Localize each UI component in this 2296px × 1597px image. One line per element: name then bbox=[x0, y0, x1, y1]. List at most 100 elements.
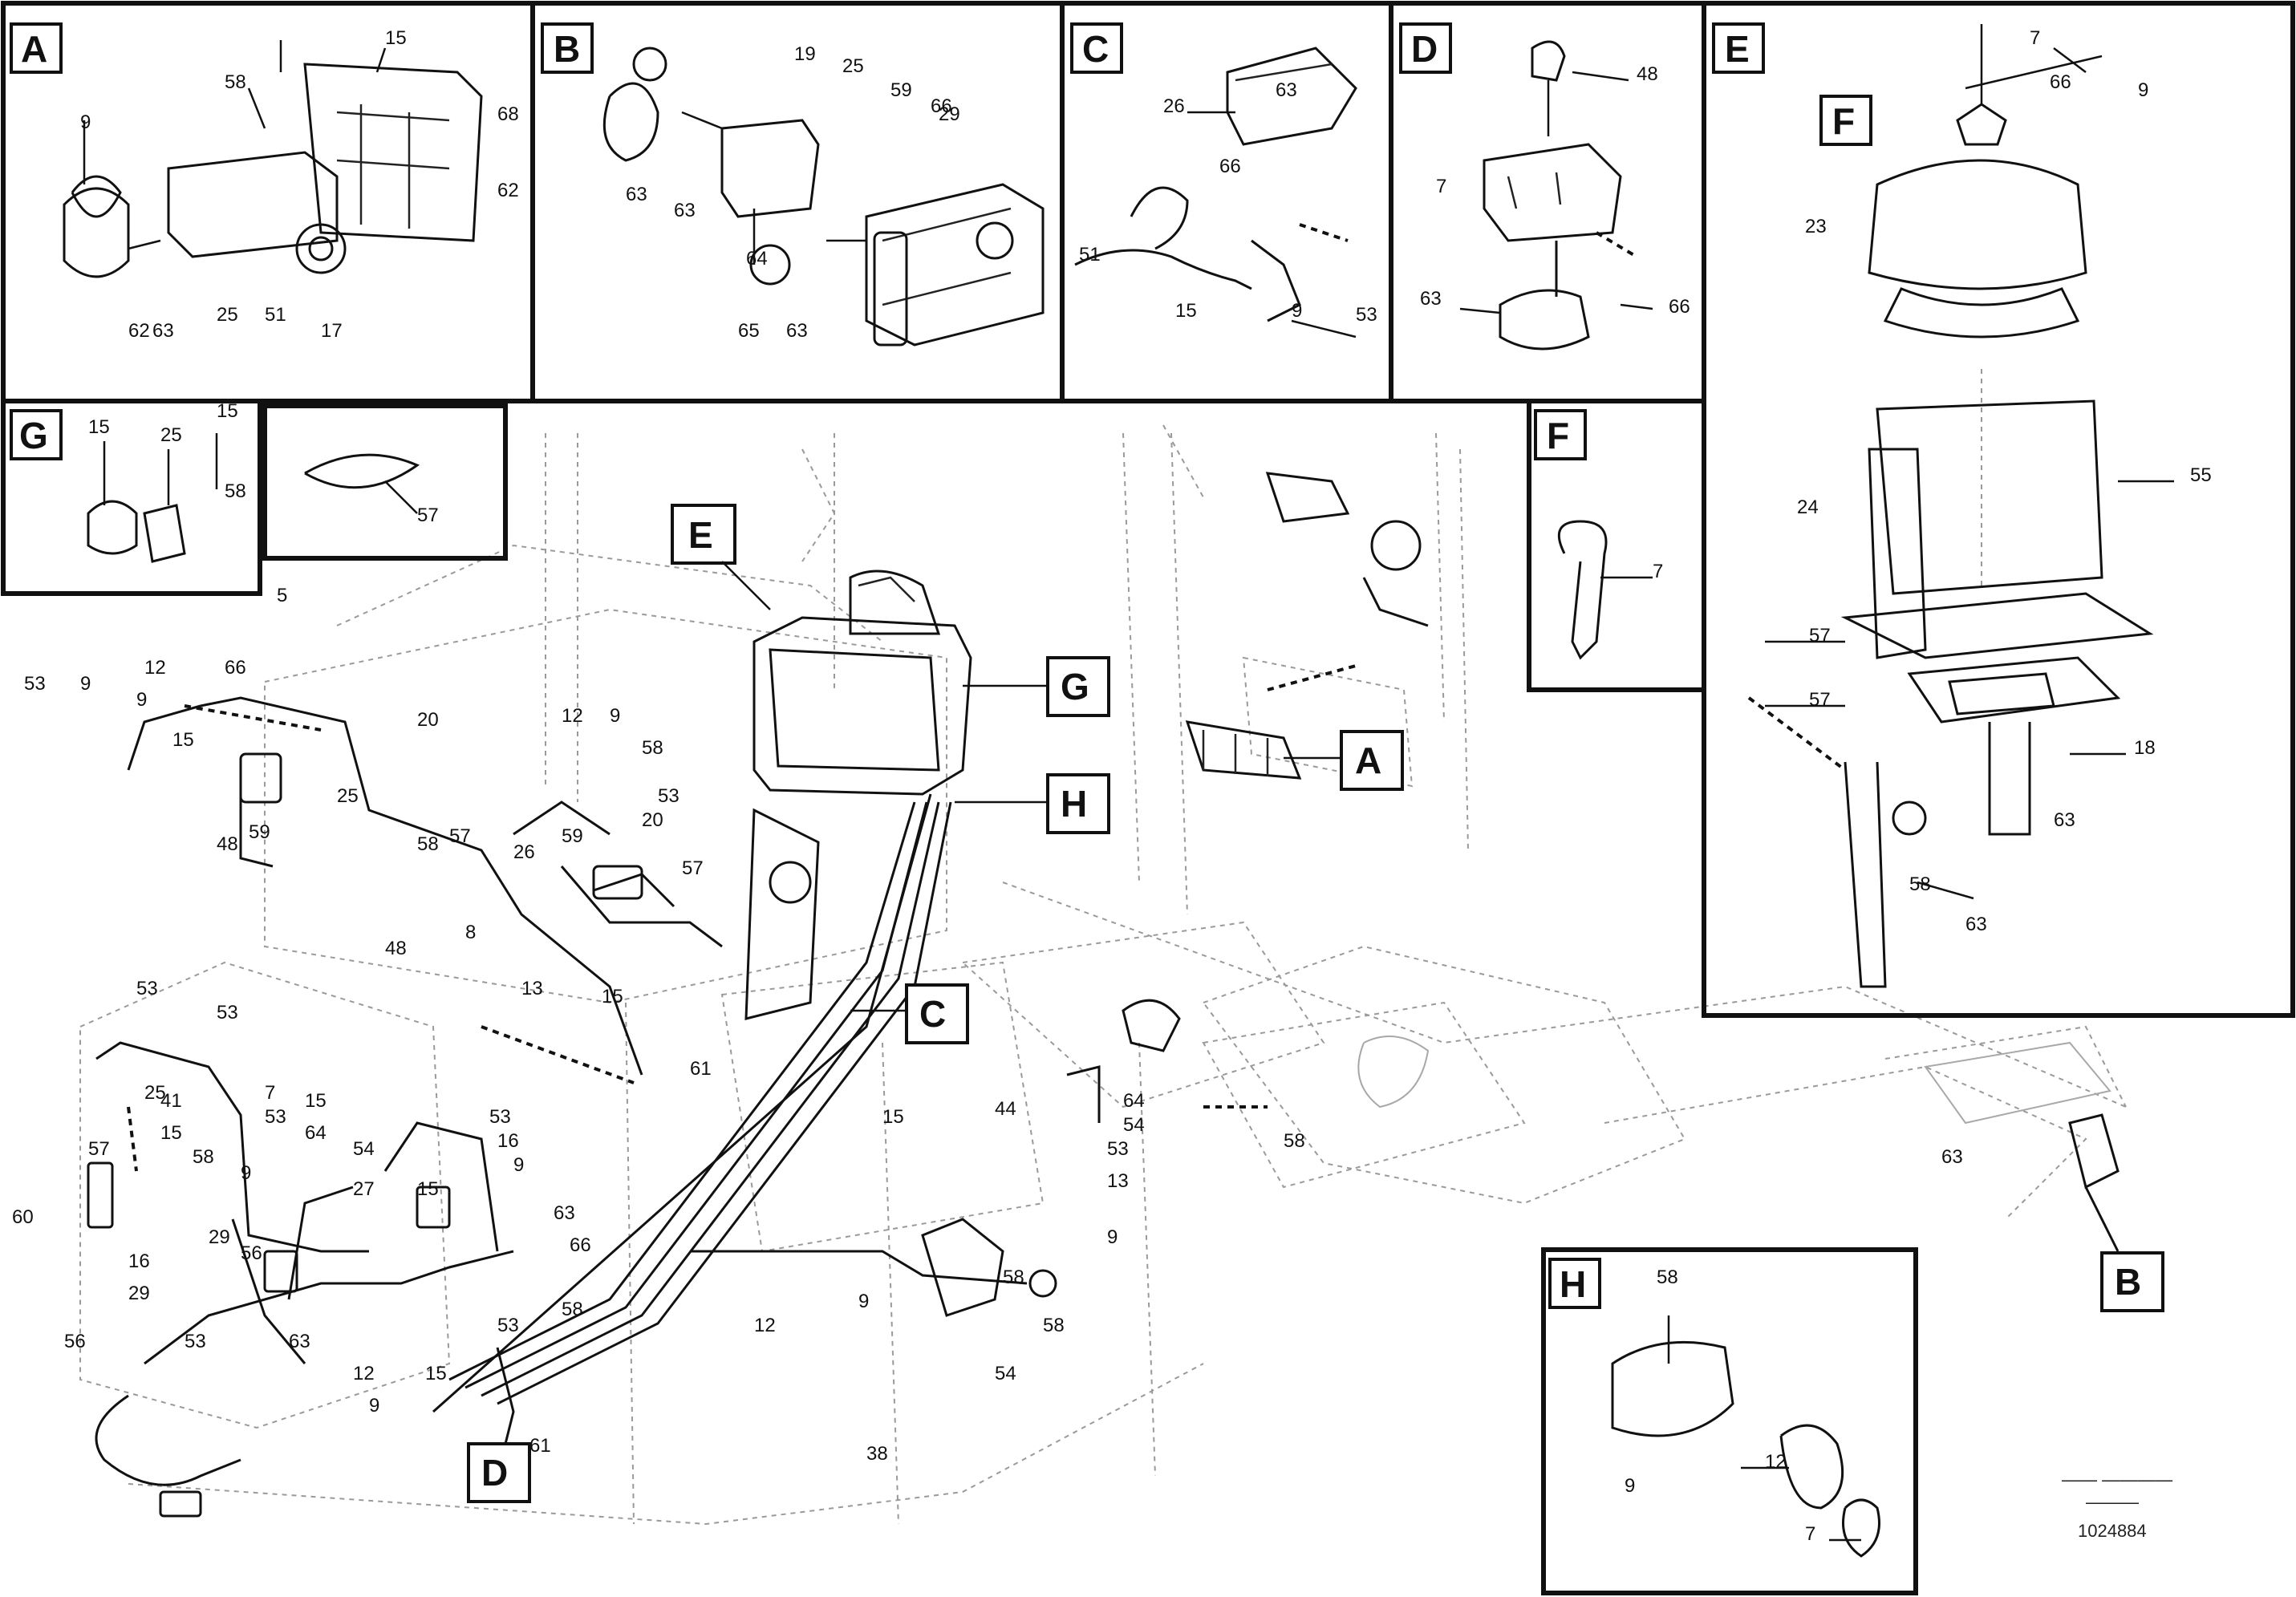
part-number-main-22: 8 bbox=[465, 922, 476, 943]
part-number-a-7: 51 bbox=[265, 304, 286, 326]
svg-text:E: E bbox=[688, 514, 713, 556]
detail-label-d: D bbox=[1399, 22, 1452, 74]
part-number-b-0: 19 bbox=[794, 43, 816, 65]
part-number-main-59: 58 bbox=[562, 1299, 583, 1320]
detail-label-h: H bbox=[1548, 1258, 1601, 1309]
part-number-main-29: 57 bbox=[88, 1138, 110, 1160]
part-number-c-0: 26 bbox=[1163, 95, 1185, 117]
svg-text:C: C bbox=[1082, 28, 1109, 70]
part-number-main-74: 63 bbox=[1941, 1146, 1963, 1168]
part-number-main-73: 58 bbox=[1284, 1130, 1305, 1152]
part-number-h-1: 12 bbox=[1765, 1451, 1787, 1473]
part-number-main-21: 48 bbox=[385, 938, 407, 959]
svg-text:A: A bbox=[21, 28, 47, 70]
callout-c: C bbox=[850, 983, 969, 1044]
svg-text:D: D bbox=[1411, 28, 1438, 70]
part-number-f-0: 7 bbox=[1653, 561, 1663, 582]
part-number-c-2: 63 bbox=[1276, 79, 1297, 101]
part-number-b-8: 65 bbox=[738, 320, 760, 342]
svg-text:H: H bbox=[1560, 1263, 1586, 1305]
part-number-main-19: 57 bbox=[682, 857, 704, 879]
svg-text:A: A bbox=[1355, 740, 1381, 781]
part-number-main-63: 58 bbox=[1043, 1315, 1065, 1336]
callout-e: E bbox=[671, 504, 771, 610]
part-number-main-6: 15 bbox=[172, 729, 194, 751]
part-number-main-33: 58 bbox=[193, 1146, 214, 1168]
callout-b: B bbox=[2100, 1251, 2164, 1312]
part-number-main-18: 20 bbox=[642, 809, 663, 831]
part-number-main-44: 9 bbox=[513, 1154, 524, 1176]
part-number-main-41: 15 bbox=[417, 1178, 439, 1200]
part-number-main-50: 29 bbox=[128, 1283, 150, 1304]
part-number-main-52: 56 bbox=[64, 1331, 86, 1352]
svg-text:B: B bbox=[554, 28, 580, 70]
part-number-main-58: 53 bbox=[497, 1315, 519, 1336]
machine-frame-outline bbox=[79, 424, 2127, 1526]
part-number-g-0: 15 bbox=[88, 416, 110, 438]
part-number-h-3: 7 bbox=[1805, 1523, 1815, 1545]
svg-text:G: G bbox=[1061, 666, 1089, 707]
part-number-main-35: 7 bbox=[265, 1082, 275, 1104]
part-number-a-2: 62 bbox=[128, 320, 150, 342]
callout-a: A bbox=[1284, 730, 1404, 791]
part-number-main-1: 12 bbox=[144, 657, 166, 679]
part-number-main-61: 9 bbox=[858, 1291, 869, 1312]
detail-g-panel bbox=[87, 433, 420, 563]
part-number-b-9: 63 bbox=[786, 320, 808, 342]
svg-text:C: C bbox=[919, 993, 946, 1035]
part-number-main-24: 15 bbox=[602, 986, 623, 1007]
part-number-main-69: 44 bbox=[995, 1098, 1016, 1120]
part-number-b-6: 63 bbox=[674, 200, 696, 221]
part-number-e-0: 7 bbox=[2030, 27, 2040, 49]
part-number-a-3: 15 bbox=[385, 27, 407, 49]
part-number-main-7: 25 bbox=[337, 785, 359, 807]
svg-text:F: F bbox=[1547, 415, 1569, 456]
part-number-main-47: 29 bbox=[209, 1226, 230, 1248]
part-number-d-1: 7 bbox=[1436, 176, 1446, 197]
part-number-c-5: 15 bbox=[1175, 300, 1197, 322]
detail-label-c: C bbox=[1070, 22, 1123, 74]
part-number-main-42: 53 bbox=[489, 1106, 511, 1128]
part-number-main-66: 15 bbox=[882, 1106, 904, 1128]
part-number-main-45: 63 bbox=[554, 1202, 575, 1224]
part-number-a-6: 63 bbox=[152, 320, 174, 342]
footer-line-2: ——— bbox=[2086, 1492, 2139, 1512]
part-number-main-56: 9 bbox=[369, 1395, 379, 1417]
part-number-b-4: 29 bbox=[939, 103, 960, 125]
part-number-b-7: 64 bbox=[746, 248, 768, 270]
part-number-main-67: 64 bbox=[1123, 1090, 1145, 1112]
callout-d: D bbox=[467, 1442, 531, 1503]
part-number-main-51: 53 bbox=[185, 1331, 206, 1352]
part-number-main-17: 53 bbox=[658, 785, 679, 807]
part-number-main-65: 38 bbox=[866, 1443, 888, 1465]
part-number-b-2: 59 bbox=[890, 79, 912, 101]
part-number-main-37: 53 bbox=[265, 1106, 286, 1128]
svg-text:H: H bbox=[1061, 783, 1087, 825]
drawing-code: 1024884 bbox=[2078, 1521, 2147, 1541]
part-number-main-40: 27 bbox=[353, 1178, 375, 1200]
svg-text:B: B bbox=[2115, 1261, 2141, 1303]
part-number-a-4: 68 bbox=[497, 103, 519, 125]
detail-label-f: F bbox=[1819, 95, 1872, 146]
part-number-g2-0: 57 bbox=[417, 505, 439, 526]
part-number-g-1: 25 bbox=[160, 424, 182, 446]
part-number-main-57: 61 bbox=[529, 1435, 551, 1457]
part-number-c-1: 66 bbox=[1219, 156, 1241, 177]
detail-label-g: G bbox=[10, 409, 63, 460]
part-number-main-13: 59 bbox=[562, 825, 583, 847]
part-number-main-3: 53 bbox=[24, 673, 46, 695]
part-number-c-6: 53 bbox=[1356, 304, 1377, 326]
part-number-c-3: 9 bbox=[1292, 300, 1302, 322]
part-number-main-27: 53 bbox=[136, 978, 158, 999]
part-number-main-8: 20 bbox=[417, 709, 439, 731]
part-number-main-30: 60 bbox=[12, 1206, 34, 1228]
part-number-main-25: 61 bbox=[690, 1058, 712, 1080]
detail-c-panel bbox=[1074, 47, 1357, 338]
svg-text:D: D bbox=[481, 1452, 508, 1494]
part-number-main-72: 9 bbox=[1107, 1226, 1118, 1248]
part-number-e-7: 57 bbox=[1809, 689, 1831, 711]
part-number-b-5: 63 bbox=[626, 184, 647, 205]
part-number-main-49: 16 bbox=[128, 1250, 150, 1272]
